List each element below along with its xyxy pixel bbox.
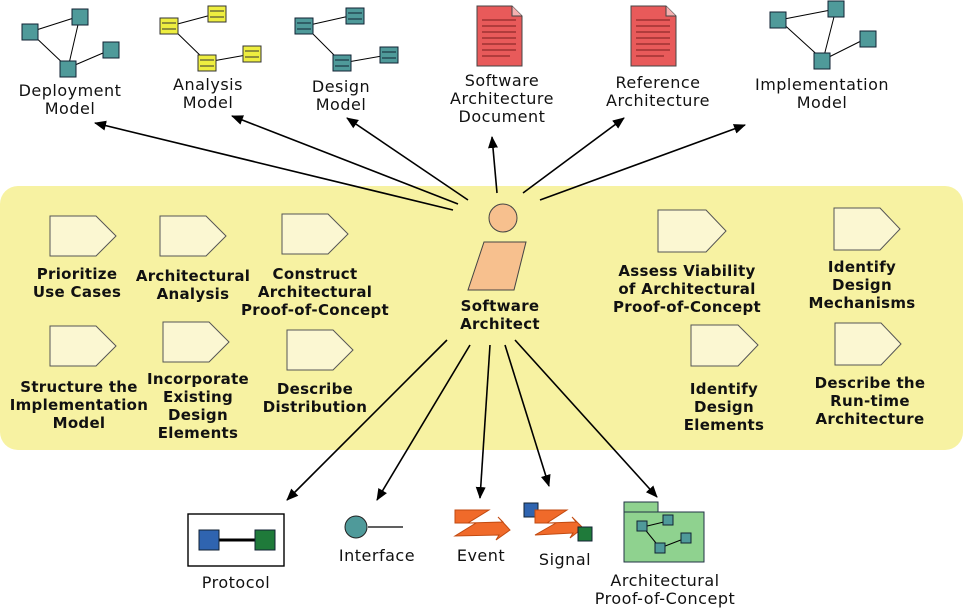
protocol-icon <box>187 513 285 567</box>
signal-label: Signal <box>538 550 592 569</box>
activity-label-prioritize: Prioritize Use Cases <box>32 265 122 301</box>
activity-label-runtime-arch: Describe the Run-time Architecture <box>814 374 926 428</box>
sad-label: Software Architecture Document <box>450 71 554 126</box>
activity-icon-identify-elements <box>690 324 759 367</box>
activity-icon-incorporate <box>162 321 230 363</box>
analysis-model-label: Analysis Model <box>173 75 243 112</box>
arrow-to-deployment-model <box>94 120 454 211</box>
software-architect-actor-icon <box>467 203 527 291</box>
arrow-to-design-model <box>346 117 469 201</box>
arrow-to-reference-architecture <box>522 117 625 194</box>
event-label: Event <box>456 546 506 565</box>
arrow-to-protocol <box>286 339 448 501</box>
design-model-icon <box>294 7 399 72</box>
sad-document-icon <box>476 5 523 67</box>
activity-icon-identify-mechanisms <box>833 207 901 251</box>
proof-of-concept-label: Architectural Proof-of-Concept <box>594 571 736 608</box>
activity-icon-describe-distribution <box>286 329 354 371</box>
activity-icon-runtime-arch <box>834 322 902 366</box>
activity-label-analysis: Architectural Analysis <box>135 267 251 303</box>
implementation-model-icon <box>769 0 877 70</box>
software-architect-label: Software Architect <box>460 297 540 333</box>
activity-icon-assess-viability <box>657 209 727 253</box>
activity-icon-analysis <box>159 215 227 257</box>
implementation-model-label: Implementation Model <box>754 75 890 112</box>
interface-label: Interface <box>338 546 416 565</box>
activity-shapes <box>49 207 902 371</box>
reference-architecture-label: Reference Architecture <box>606 73 710 110</box>
activity-label-identify-elements: Identify Design Elements <box>683 380 765 434</box>
proof-of-concept-folder-icon <box>623 501 705 563</box>
arrow-to-sad <box>487 136 498 194</box>
activity-label-assess-viability: Assess Viability of Architectural Proof-… <box>612 262 762 316</box>
arrow-to-event <box>475 344 491 499</box>
activity-label-identify-mechanisms: Identify Design Mechanisms <box>808 258 916 312</box>
arrow-to-implementation-model <box>539 124 746 201</box>
deployment-model-label: Deployment Model <box>18 81 122 118</box>
activity-label-describe-distribution: Describe Distribution <box>262 380 368 416</box>
arrow-to-signal <box>504 344 551 487</box>
design-model-label: Design Model <box>311 77 371 114</box>
arrow-to-analysis-model <box>231 115 459 205</box>
activity-label-incorporate: Incorporate Existing Design Elements <box>146 370 250 442</box>
association-arrows <box>94 115 746 501</box>
interface-icon <box>344 515 403 539</box>
activity-icon-structure-impl <box>49 325 117 367</box>
arrow-to-proof-of-concept <box>514 339 658 498</box>
activity-label-construct-poc: Construct Architectural Proof-of-Concept <box>240 265 390 319</box>
deployment-model-icon <box>21 8 120 78</box>
event-icon <box>453 509 511 541</box>
protocol-label: Protocol <box>201 573 271 592</box>
activity-label-structure-impl: Structure the Implementation Model <box>9 378 149 432</box>
signal-icon <box>523 502 593 542</box>
reference-architecture-document-icon <box>630 5 677 67</box>
activity-icon-prioritize <box>49 215 117 257</box>
activity-icon-construct-poc <box>281 213 349 255</box>
analysis-model-icon <box>159 5 262 72</box>
arrow-to-interface <box>376 344 471 501</box>
